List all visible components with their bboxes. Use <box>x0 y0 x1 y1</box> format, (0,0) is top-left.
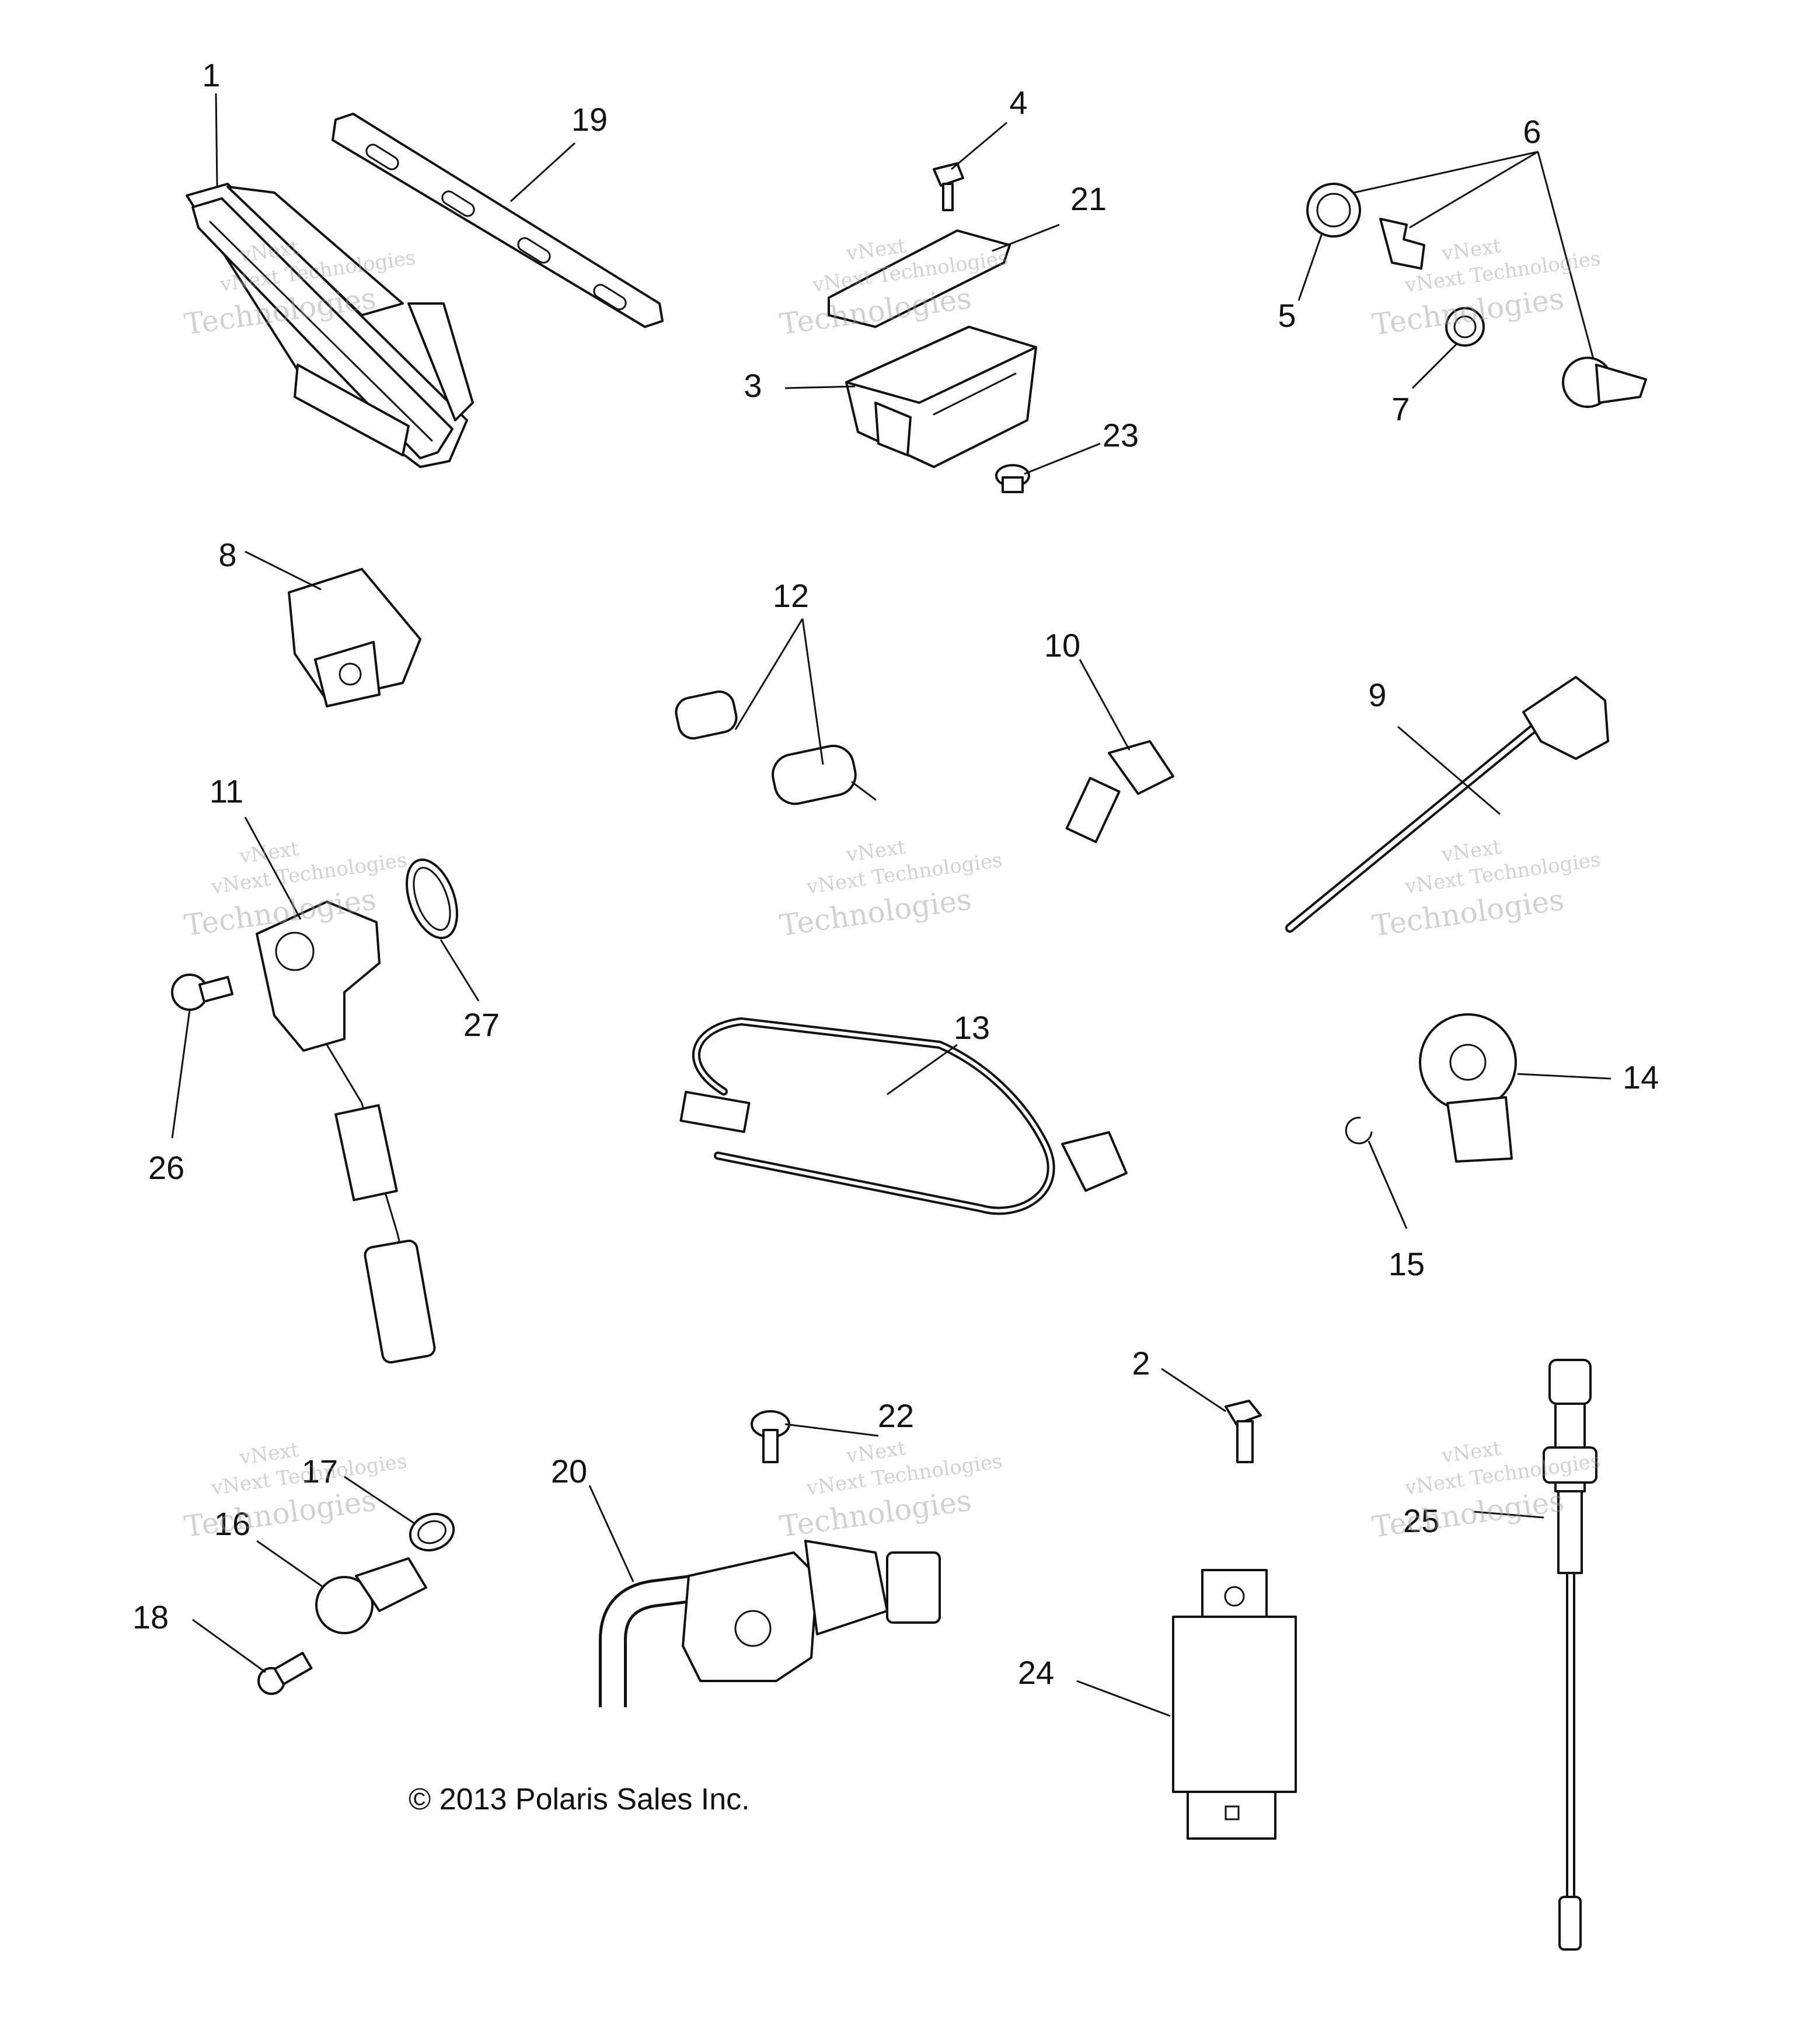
callout-15: 15 <box>1389 1246 1425 1282</box>
callout-13: 13 <box>954 1009 990 1046</box>
part-4-screw <box>933 162 964 211</box>
part-17-oring <box>409 1512 455 1552</box>
part-14-sensor <box>1419 1013 1517 1163</box>
svg-text:vNext: vNext <box>845 835 908 867</box>
part-23-grommet <box>995 464 1030 493</box>
callouts: 1 19 4 21 3 23 6 5 7 8 12 10 9 11 27 26 … <box>132 57 1659 1691</box>
part-21-cover <box>828 229 1011 328</box>
svg-text:Technologies: Technologies <box>1370 883 1566 943</box>
part-20-valve <box>599 1540 941 1707</box>
callout-21: 21 <box>1070 180 1107 217</box>
callout-27: 27 <box>463 1006 500 1043</box>
part-7-washer <box>1445 307 1485 347</box>
part-27-oring <box>406 858 458 940</box>
callout-17: 17 <box>302 1453 338 1490</box>
part-13-harness <box>679 1017 1128 1215</box>
callout-26: 26 <box>148 1149 184 1186</box>
watermark-8: vNext vNext Technologies Technologies <box>777 1436 1004 1544</box>
callout-10: 10 <box>1044 627 1080 664</box>
part-10-sensor <box>1065 740 1174 843</box>
svg-text:vNext: vNext <box>845 1436 908 1468</box>
callout-22: 22 <box>878 1397 914 1434</box>
callout-20: 20 <box>551 1453 587 1490</box>
part-5-cap <box>1306 183 1361 238</box>
callout-8: 8 <box>218 536 236 573</box>
callout-18: 18 <box>132 1599 169 1635</box>
part-8-sensor <box>288 568 421 707</box>
svg-text:vNext: vNext <box>1440 1436 1503 1468</box>
part-19-bracket <box>332 113 664 328</box>
part-16-sensor <box>315 1557 427 1634</box>
svg-text:vNext: vNext <box>238 837 301 868</box>
callout-11: 11 <box>210 773 243 810</box>
watermark-7: vNext vNext Technologies Technologies <box>182 1438 409 1544</box>
callout-24: 24 <box>1018 1654 1054 1691</box>
part-6-clip <box>1379 218 1425 270</box>
callout-3: 3 <box>744 367 762 404</box>
callout-5: 5 <box>1278 297 1296 334</box>
callout-2: 2 <box>1132 1345 1150 1382</box>
callout-25: 25 <box>1403 1502 1439 1539</box>
callout-14: 14 <box>1623 1059 1659 1096</box>
svg-text:vNext: vNext <box>238 1438 301 1470</box>
watermark-4: vNext vNext Technologies Technologies <box>182 837 409 943</box>
callout-23: 23 <box>1103 417 1139 454</box>
part-25-probe <box>1543 1359 1597 1951</box>
part-3-module <box>845 326 1037 468</box>
callout-4: 4 <box>1009 84 1027 121</box>
part-15-clip <box>1345 1117 1373 1145</box>
part-2-bolt <box>1225 1400 1262 1463</box>
svg-text:vNext: vNext <box>1440 835 1503 867</box>
callout-7: 7 <box>1391 390 1410 427</box>
callout-19: 19 <box>571 101 608 138</box>
part-9-sensor <box>1285 676 1609 933</box>
part-26-bolt <box>171 974 234 1011</box>
part-11-sensor <box>256 901 436 1364</box>
callout-16: 16 <box>214 1505 250 1542</box>
part-24-module <box>1172 1569 1297 1840</box>
part-6-sensor <box>1562 357 1647 408</box>
part-18-bolt <box>257 1652 313 1695</box>
svg-text:vNext: vNext <box>1440 234 1503 266</box>
copyright-notice: © 2013 Polaris Sales Inc. <box>409 1783 750 1816</box>
part-22-screw <box>751 1410 790 1463</box>
callout-12: 12 <box>773 577 809 614</box>
leader-lines <box>171 93 1611 1717</box>
svg-text:Technologies: Technologies <box>1370 1484 1566 1544</box>
watermark-5: vNext vNext Technologies Technologies <box>777 835 1004 943</box>
part-12-pins <box>675 690 877 805</box>
callout-6: 6 <box>1523 113 1541 150</box>
callout-9: 9 <box>1368 676 1386 713</box>
callout-1: 1 <box>202 57 220 93</box>
part-1-ecu <box>186 183 474 468</box>
